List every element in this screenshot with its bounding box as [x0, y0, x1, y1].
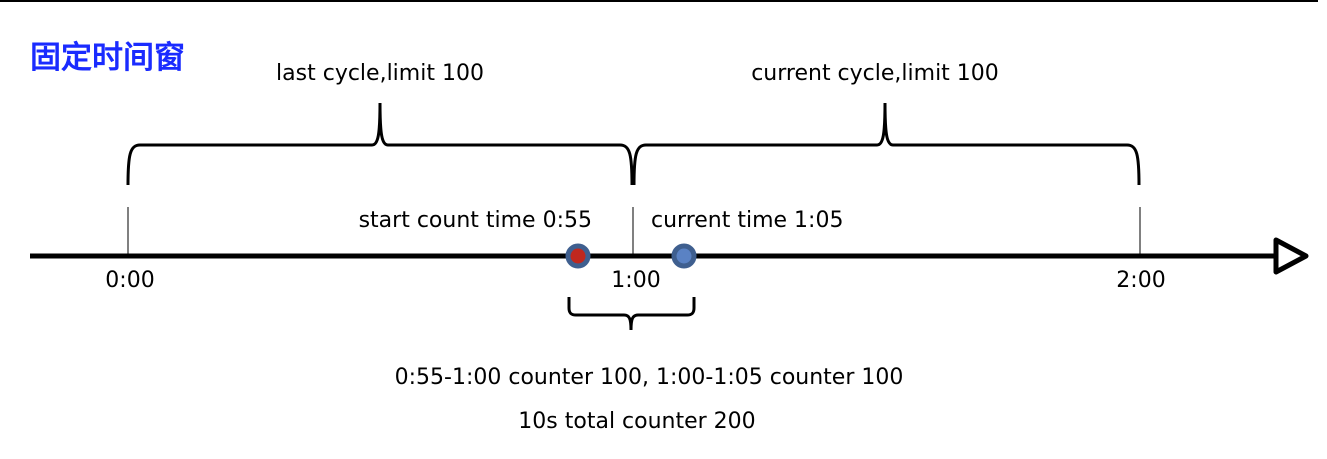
- last-cycle-brace: [126, 102, 634, 186]
- tick-label-0-00: 0:00: [105, 268, 154, 293]
- current-time-dot: [671, 243, 697, 269]
- diagram-title: 固定时间窗: [30, 40, 185, 76]
- axis-arrow-icon: [1273, 237, 1309, 275]
- tick-label-1-00: 1:00: [611, 268, 660, 293]
- current-cycle-brace: [632, 102, 1141, 186]
- tick-label-2-00: 2:00: [1116, 268, 1165, 293]
- start-count-dot: [565, 243, 591, 269]
- last-cycle-label: last cycle,limit 100: [276, 61, 484, 86]
- start-count-label: start count time 0:55: [359, 208, 592, 233]
- summary-line-2: 10s total counter 200: [518, 409, 755, 434]
- summary-line-1: 0:55-1:00 counter 100, 1:00-1:05 counter…: [395, 365, 904, 390]
- current-time-label: current time 1:05: [651, 208, 843, 233]
- current-cycle-label: current cycle,limit 100: [751, 61, 999, 86]
- interval-brace: [567, 297, 696, 331]
